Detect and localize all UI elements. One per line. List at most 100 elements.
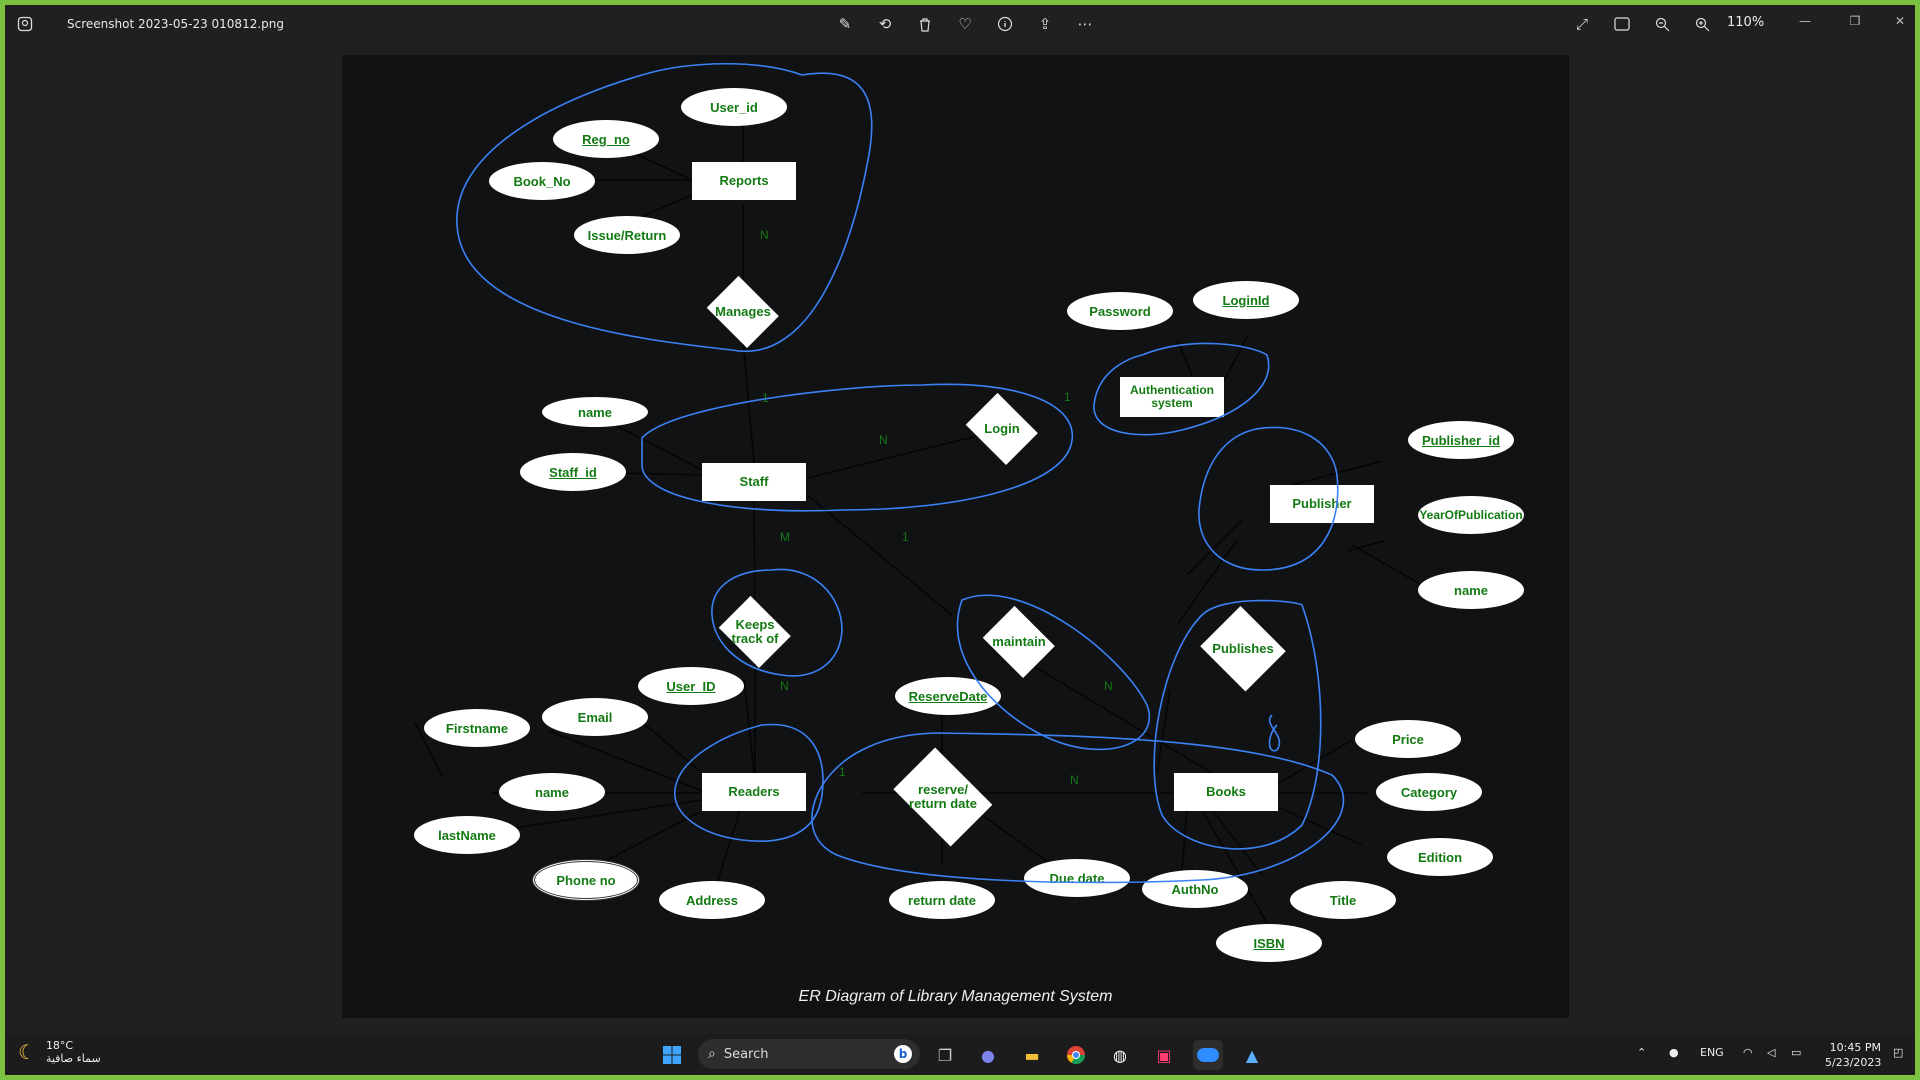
attr-category: Category [1376, 773, 1482, 811]
taskbar: ☾ 18°C سماء صافية ⌕ Search b ❐ ● ▬ ◍ ▣ ▲… [5, 1034, 1915, 1075]
chrome-icon[interactable] [1061, 1040, 1091, 1070]
more-icon[interactable]: ⋯ [1077, 15, 1093, 33]
attr-return-date: return date [889, 881, 995, 919]
cardinality-label: 1 [902, 530, 909, 544]
relationship-manages: Manages [702, 280, 784, 344]
attr-reader-name: name [499, 773, 605, 811]
attr-phone-no: Phone no [532, 859, 640, 901]
rotate-icon[interactable]: ⟲ [878, 15, 892, 33]
attr-user-id: User_id [681, 88, 787, 126]
close-button[interactable]: ✕ [1894, 14, 1906, 28]
cardinality-label: M [780, 530, 790, 544]
attr-publisher-name: name [1418, 571, 1524, 609]
diagram-caption: ER Diagram of Library Management System [798, 988, 1113, 1005]
search-box[interactable]: ⌕ Search b [698, 1039, 920, 1069]
jetbrains-icon[interactable]: ▣ [1156, 1045, 1172, 1065]
cardinality-label: N [1104, 679, 1113, 693]
relationship-maintain: maintain [978, 610, 1060, 674]
connector-lines [414, 88, 1423, 924]
relationship-maintain-label: maintain [992, 633, 1046, 649]
attr-year-of-publication: YearOfPublication [1418, 496, 1524, 534]
info-icon[interactable] [993, 13, 1017, 35]
weather-widget[interactable]: ☾ 18°C سماء صافية [18, 1039, 101, 1065]
attr-price: Price [1355, 720, 1461, 758]
attr-password: Password [1067, 292, 1173, 330]
moon-icon: ☾ [18, 1040, 36, 1064]
relationship-keeps-label: Keeps track of [731, 616, 779, 646]
relationship-login-label: Login [984, 420, 1020, 436]
attr-due-date: Due date [1024, 859, 1130, 897]
wifi-icon[interactable]: ◠ [1743, 1046, 1753, 1059]
entity-publisher: Publisher [1270, 485, 1374, 523]
fit-icon[interactable] [1610, 13, 1634, 35]
entity-books: Books [1174, 773, 1278, 811]
attr-publisher-id: Publisher_id [1408, 421, 1514, 459]
volume-icon[interactable]: ◁ [1767, 1046, 1776, 1059]
delete-icon[interactable] [913, 13, 937, 35]
windows-start-icon[interactable] [657, 1040, 687, 1070]
minimize-button[interactable]: — [1799, 14, 1811, 28]
cardinality-label: 1 [762, 391, 769, 405]
attr-edition: Edition [1387, 838, 1493, 876]
relationship-reserve-label: reserve/ return date [909, 781, 977, 811]
file-explorer-icon[interactable]: ▬ [1024, 1045, 1040, 1065]
file-name: Screenshot 2023-05-23 010812.png [67, 17, 284, 31]
cardinality-label: N [1070, 773, 1079, 787]
entity-reports: Reports [692, 162, 796, 200]
share-icon[interactable]: ⇪ [1038, 15, 1052, 33]
attr-reserve-date: ReserveDate [895, 677, 1001, 715]
photos-icon[interactable]: ▲ [1245, 1045, 1259, 1065]
microphone-icon[interactable]: ● [1669, 1046, 1679, 1059]
notification-icon[interactable]: ◰ [1893, 1046, 1904, 1059]
zoom-app-icon[interactable] [1193, 1040, 1223, 1070]
app-icon[interactable]: ◍ [1113, 1045, 1127, 1065]
entity-authentication-system: Authentication system [1120, 377, 1224, 417]
attr-lastname: lastName [414, 816, 520, 854]
relationship-reserve-return-date: reserve/ return date [885, 755, 1001, 839]
cardinality-label: N [780, 679, 789, 693]
weather-text: سماء صافية [45, 1052, 101, 1065]
attr-reader-user-id: User_ID [638, 667, 744, 705]
chevron-up-icon[interactable]: ⌃ [1637, 1046, 1647, 1059]
relationship-manages-label: Manages [715, 303, 771, 319]
language-indicator[interactable]: ENG [1700, 1046, 1724, 1059]
search-label: Search [723, 1046, 769, 1062]
clock[interactable]: 10:45 PM 5/23/2023 [1825, 1041, 1881, 1069]
attr-address: Address [659, 881, 765, 919]
cardinality-label: 1 [1064, 390, 1071, 404]
edit-icon[interactable]: ✎ [838, 15, 852, 33]
entity-readers: Readers [702, 773, 806, 811]
zoom-in-icon[interactable] [1690, 13, 1714, 35]
maximize-button[interactable]: ❐ [1849, 14, 1861, 28]
attr-book-no: Book_No [489, 162, 595, 200]
fullscreen-icon[interactable]: ⤢ [1575, 15, 1588, 33]
task-view-icon[interactable]: ❐ [937, 1045, 953, 1065]
gallery-icon[interactable] [14, 13, 36, 35]
cardinality-label: 1 [839, 765, 846, 779]
attr-email: Email [542, 698, 648, 736]
bing-icon[interactable]: b [894, 1045, 912, 1063]
er-diagram-image: Reports Authentication system Staff Publ… [342, 55, 1569, 1018]
attr-login-id: LoginId [1193, 281, 1299, 319]
cardinality-label: N [879, 433, 888, 447]
temperature: 18°C [45, 1039, 74, 1052]
zoom-level[interactable]: 110% [1727, 15, 1765, 30]
search-icon: ⌕ [708, 1046, 716, 1062]
chat-icon[interactable]: ● [981, 1045, 995, 1065]
relationship-keeps-track-of: Keeps track of [714, 600, 796, 664]
favorite-icon[interactable]: ♡ [958, 15, 972, 33]
attr-issue-return: Issue/Return [574, 216, 680, 254]
battery-icon[interactable]: ▭ [1791, 1046, 1802, 1059]
cardinality-label: N [760, 228, 769, 242]
entity-staff: Staff [702, 463, 806, 501]
attr-authno: AuthNo [1142, 870, 1248, 908]
title-bar: Screenshot 2023-05-23 010812.png ✎ ⟲ ♡ ⇪… [5, 5, 1915, 43]
zoom-out-icon[interactable] [1650, 13, 1674, 35]
attr-reg-no: Reg_no [553, 120, 659, 158]
time: 10:45 PM [1829, 1041, 1881, 1054]
relationship-publishes-label: Publishes [1212, 640, 1274, 656]
attr-isbn: ISBN [1216, 924, 1322, 962]
attr-title: Title [1290, 881, 1396, 919]
relationship-publishes: Publishes [1197, 608, 1289, 690]
attr-firstname: Firstname [424, 709, 530, 747]
